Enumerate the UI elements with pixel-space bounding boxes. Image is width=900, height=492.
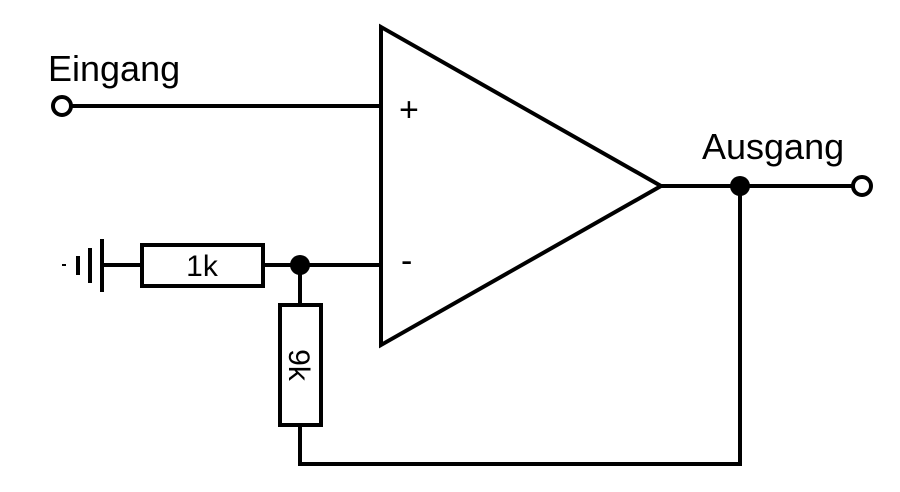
resistor-9k-label: 9k — [282, 349, 315, 382]
output-label: Ausgang — [702, 126, 844, 167]
resistor-1k-label: 1k — [186, 250, 219, 283]
opamp-minus-sign: - — [401, 242, 412, 280]
opamp-plus-sign: + — [399, 91, 419, 129]
opamp-body — [379, 23, 666, 349]
output-terminal — [851, 175, 873, 197]
input-label: Eingang — [48, 48, 180, 89]
input-terminal — [51, 95, 73, 117]
ground-icon — [62, 239, 104, 292]
